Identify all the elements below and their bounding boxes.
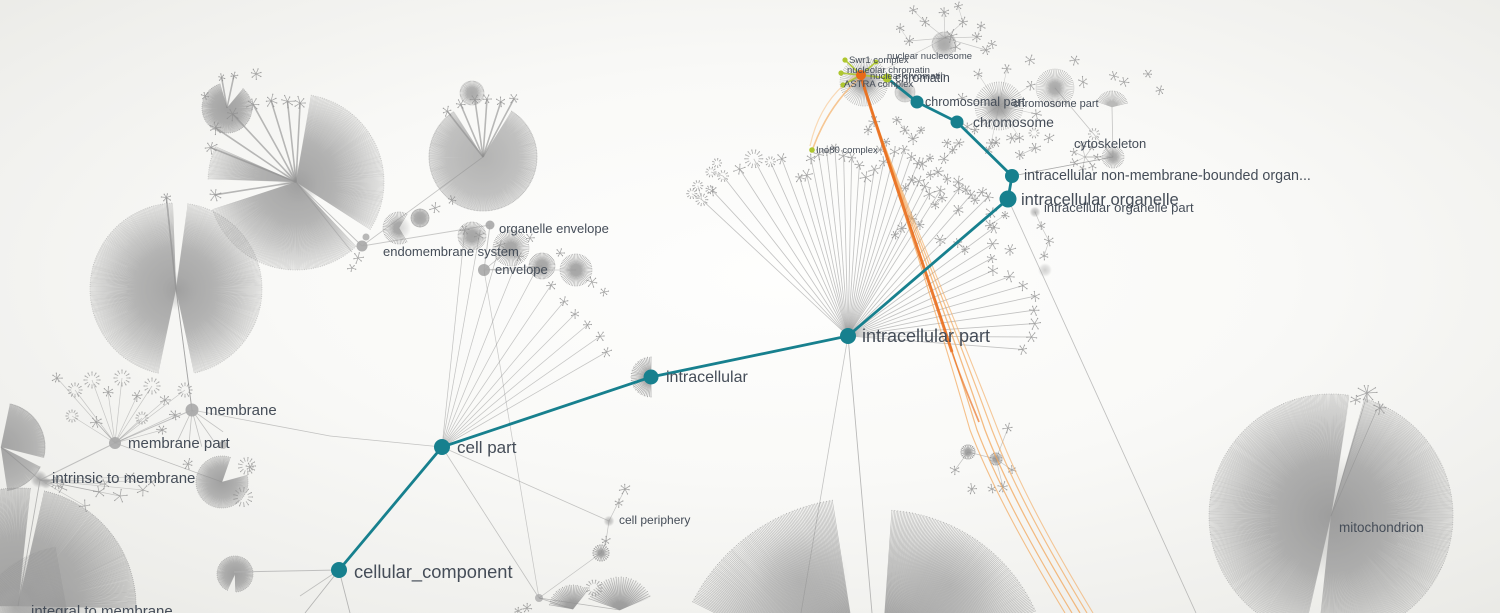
svg-text:integral to membrane: integral to membrane	[31, 603, 173, 613]
svg-text:cell periphery: cell periphery	[619, 513, 690, 527]
svg-text:Swr1 complex: Swr1 complex	[849, 55, 909, 66]
svg-text:chromosome: chromosome	[973, 114, 1054, 130]
svg-text:cellular_component: cellular_component	[354, 561, 513, 583]
svg-text:intracellular: intracellular	[666, 369, 748, 386]
svg-text:nuclear nucleosome: nuclear nucleosome	[887, 51, 972, 62]
svg-text:cytoskeleton: cytoskeleton	[1074, 136, 1146, 151]
svg-text:membrane: membrane	[205, 402, 277, 419]
svg-text:intracellular non-membrane-bou: intracellular non-membrane-bounded organ…	[1024, 168, 1311, 184]
svg-text:nuclear chromatin: nuclear chromatin	[870, 71, 946, 82]
svg-text:intracellular part: intracellular part	[862, 326, 990, 346]
svg-text:mitochondrion: mitochondrion	[1339, 520, 1424, 535]
svg-text:intracellular organelle part: intracellular organelle part	[1044, 200, 1194, 215]
svg-text:chromosomal part: chromosomal part	[925, 95, 1026, 109]
svg-text:ASTRA complex: ASTRA complex	[844, 79, 913, 90]
svg-text:nucleolar chromatin: nucleolar chromatin	[847, 65, 930, 76]
svg-text:Ino80 complex: Ino80 complex	[816, 145, 878, 156]
svg-text:endomembrane system: endomembrane system	[383, 244, 519, 259]
svg-text:organelle envelope: organelle envelope	[499, 221, 609, 236]
svg-text:chromatin: chromatin	[895, 71, 950, 85]
svg-text:membrane part: membrane part	[128, 435, 231, 452]
svg-text:intrinsic to membrane: intrinsic to membrane	[52, 470, 195, 487]
svg-text:cell part: cell part	[457, 438, 517, 457]
svg-text:intracellular organelle: intracellular organelle	[1021, 190, 1179, 209]
svg-text:envelope: envelope	[495, 262, 548, 277]
svg-text:chromosome part: chromosome part	[1013, 98, 1099, 110]
